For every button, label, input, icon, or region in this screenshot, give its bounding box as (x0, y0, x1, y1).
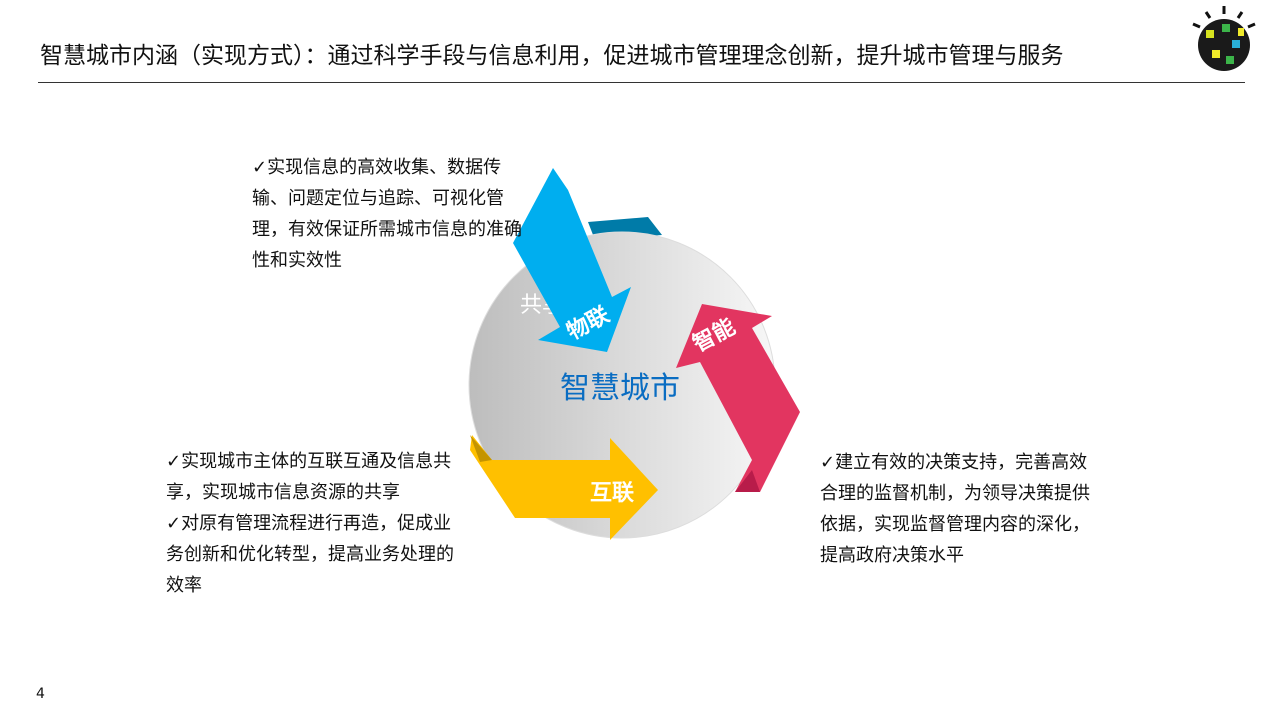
pink-arrow (676, 304, 800, 492)
bullets-top: ✓实现信息的高效收集、数据传输、问题定位与追踪、可视化管理，有效保证所需城市信息… (252, 152, 524, 276)
logo-icon (1192, 6, 1256, 71)
slide-title: 智慧城市内涵（实现方式）：通过科学手段与信息利用，促进城市管理理念创新，提升城市… (40, 43, 1064, 69)
title-divider (38, 82, 1245, 83)
bullet: ✓实现城市主体的互联互通及信息共享，实现城市信息资源的共享 (166, 451, 452, 503)
bullet: ✓对原有管理流程进行再造，促成业务创新和优化转型，提高业务处理的效率 (166, 513, 454, 596)
blue-arrow (513, 168, 631, 352)
bullet: ✓建立有效的决策支持，完善高效合理的监督机制，为领导决策提供依据，实现监督管理内… (820, 452, 1090, 566)
bullets-left: ✓实现城市主体的互联互通及信息共享，实现城市信息资源的共享 ✓对原有管理流程进行… (166, 446, 458, 601)
yellow-arrow (470, 435, 658, 540)
yellow-arrow-fold (470, 435, 492, 462)
bullet: ✓实现信息的高效收集、数据传输、问题定位与追踪、可视化管理，有效保证所需城市信息… (252, 157, 522, 271)
label-interconnect: 互联 (590, 481, 634, 506)
bullets-right: ✓建立有效的决策支持，完善高效合理的监督机制，为领导决策提供依据，实现监督管理内… (820, 447, 1096, 571)
center-label: 智慧城市 (560, 371, 680, 406)
pink-arrow-fold (735, 470, 760, 492)
page-number: 4 (36, 686, 45, 702)
